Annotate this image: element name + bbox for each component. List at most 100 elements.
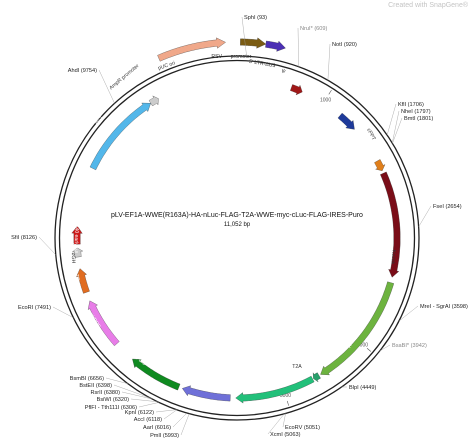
site-label[interactable]: BstEII (6398): [79, 383, 112, 389]
site-label[interactable]: EcoRV (5051): [285, 425, 320, 431]
site-name: BmtI: [404, 116, 416, 122]
site-label[interactable]: BlpI (4449): [349, 385, 377, 391]
site-leader-line: [155, 409, 177, 413]
site-name: PmlI: [150, 433, 162, 439]
site-leader-line: [282, 413, 286, 428]
feature-promoter-arrow[interactable]: [240, 37, 267, 49]
site-number: (8126): [21, 235, 37, 241]
site-label[interactable]: PmlI (5993): [150, 433, 179, 439]
feature-rre-arrow[interactable]: [337, 112, 355, 130]
site-label[interactable]: MreI - SgrAI (3598): [420, 304, 468, 310]
tick-label: 5000: [280, 393, 291, 399]
site-label[interactable]: AarI (6016): [143, 425, 171, 431]
site-leader-line: [163, 409, 178, 420]
tick-mark: [366, 348, 372, 352]
site-label[interactable]: NheI (1797): [401, 109, 431, 115]
tick-mark: [328, 89, 332, 95]
site-label[interactable]: PflFI - Tth111I (6306): [85, 405, 137, 411]
site-name: BstEII: [79, 383, 94, 389]
site-leader-line: [418, 205, 432, 227]
site-label[interactable]: BsiWI (6320): [97, 397, 129, 403]
site-leader-line: [38, 236, 56, 255]
site-number: (5051): [304, 425, 320, 431]
site-leader-line: [138, 402, 159, 408]
site-number: (6398): [96, 383, 112, 389]
site-name: AccI: [134, 417, 145, 423]
site-label[interactable]: KflI (1706): [398, 102, 424, 108]
site-label[interactable]: XcmI (5063): [270, 432, 301, 438]
tick-label: 1000: [320, 97, 331, 103]
site-label[interactable]: KpnI (6122): [125, 410, 154, 416]
site-name: SphI: [244, 15, 256, 21]
site-leader-line: [386, 103, 397, 136]
site-number: (7491): [35, 305, 51, 311]
feature-3-ltr-u3-label: 3' LTR-ΔU3: [72, 266, 83, 293]
feature-ef1a-label: EF1A: [389, 163, 397, 177]
feature-t2a-arrow[interactable]: [312, 372, 321, 383]
plasmid-size: 11,052 bp: [224, 222, 251, 228]
site-label[interactable]: SphI (93): [244, 15, 267, 21]
feature-5-ltr-u3-arrow[interactable]: [265, 40, 286, 52]
site-name: MreI - SgrAI: [420, 304, 451, 310]
site-number: (5993): [163, 433, 179, 439]
site-number: (6118): [146, 417, 162, 423]
plasmid-name: pLV-EF1A-WWE(R163A)-HA-nLuc-FLAG-T2A-WWE…: [111, 212, 363, 219]
feature-rre-label: RRE: [335, 75, 348, 87]
feature-ires-arrow[interactable]: [182, 385, 231, 402]
site-number: (1801): [417, 116, 433, 122]
site-name: NruI*: [300, 26, 314, 32]
site-name: AhdI: [68, 68, 80, 74]
site-label[interactable]: NotI (920): [332, 42, 357, 48]
site-leader-line: [398, 305, 419, 322]
feature-wwe-r163a-ha-nluc-flag-arrow[interactable]: [320, 281, 394, 376]
site-number: (609): [314, 26, 327, 32]
site-leader-line: [172, 412, 188, 428]
site-number: (6656): [88, 376, 104, 382]
feature-cppt-arrow[interactable]: [374, 159, 386, 171]
site-name: RsrII: [90, 390, 102, 396]
site-leader-line: [105, 377, 129, 384]
site-number: (6016): [155, 425, 171, 431]
site-leader-line: [98, 69, 115, 104]
site-name: PflFI - Tth111I: [85, 405, 120, 411]
site-label[interactable]: RsrII (6380): [90, 390, 120, 396]
feature-t2a-label: T2A: [292, 364, 302, 370]
site-label[interactable]: AhdI (9754): [68, 68, 97, 74]
restriction-sites: SphI (93) NruI* (609) NotI (920) KflI (1706…: [11, 15, 468, 439]
site-number: (1706): [408, 102, 424, 108]
feature-puc-ori-arrow[interactable]: [157, 37, 226, 62]
site-label[interactable]: FseI (2654): [433, 204, 462, 210]
site-number: (3598): [452, 304, 468, 310]
feature--arrow[interactable]: [290, 84, 303, 96]
site-label[interactable]: BmtI (1801): [404, 116, 433, 122]
feature-sv40-early-pa-label: SV40 early pA: [72, 220, 79, 254]
feature-wpre-arrow[interactable]: [87, 300, 120, 347]
feature-ampr-promoter-arrow[interactable]: [148, 95, 159, 107]
site-label[interactable]: BsmBI (6656): [70, 376, 104, 382]
site-number: (3942): [411, 343, 427, 349]
feature-bgh-arrow[interactable]: [71, 247, 84, 258]
site-label[interactable]: BsaBI* (3942): [392, 343, 427, 349]
site-leader-line: [52, 306, 74, 318]
feature-ef1a-arrow[interactable]: [380, 171, 401, 278]
tick-mark: [286, 400, 289, 406]
site-label[interactable]: AccI (6118): [134, 417, 162, 423]
feature-wwe-b-myc-cluc-flag-arrow[interactable]: [235, 375, 315, 404]
feature-puro-arrow[interactable]: [132, 358, 181, 391]
feature-3-ltr-u3-arrow[interactable]: [76, 268, 90, 294]
site-label[interactable]: EcoRI (7491): [18, 305, 51, 311]
backbone-inner-circle: [58, 59, 416, 417]
site-label[interactable]: NruI* (609): [300, 26, 328, 32]
feature-sv40-early-pa-arrow[interactable]: [71, 225, 83, 245]
feature-puro-label: Puro: [134, 355, 146, 367]
site-leader-line: [267, 413, 285, 435]
site-label[interactable]: SfiI (8126): [11, 235, 37, 241]
site-leader-line: [241, 16, 247, 57]
site-number: (6306): [121, 405, 137, 411]
backbone-outer-circle: [54, 55, 420, 421]
feature-ampr-arrow[interactable]: [89, 102, 151, 171]
feature-wwe-b-myc-cluc-flag-label: WWE(B)-myc-cLuc-FLAG: [233, 371, 292, 389]
site-name: EcoRI: [18, 305, 34, 311]
site-name: XcmI: [270, 432, 283, 438]
